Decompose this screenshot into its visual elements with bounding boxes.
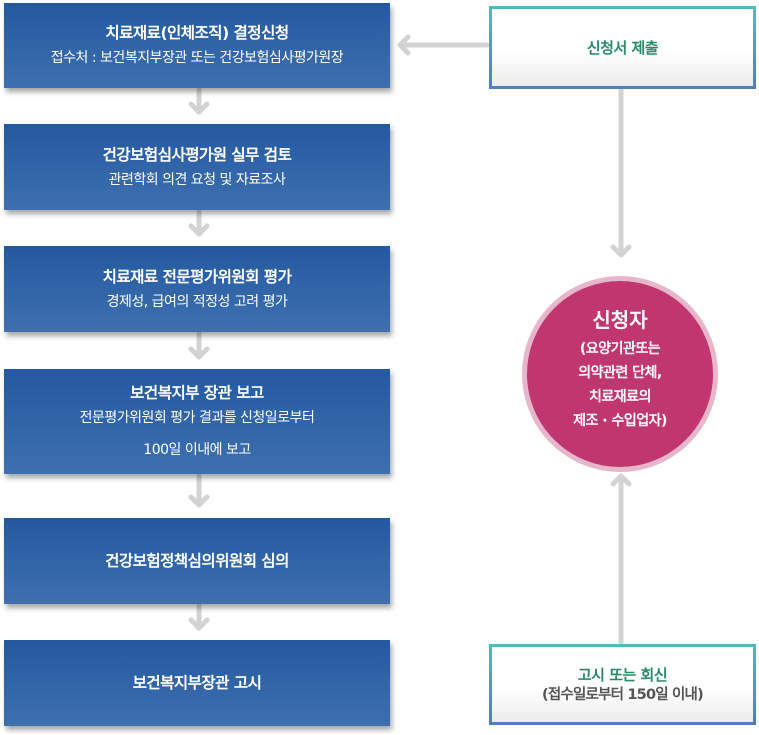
arrow-step5-to-step6 (188, 603, 210, 631)
applicant-line: 의약관련 단체, (578, 365, 662, 381)
arrow-step4-to-step5 (188, 473, 210, 508)
step-hira-review: 건강보험심사평가원 실무 검토 관련학회 의견 요청 및 자료조사 (4, 124, 390, 210)
step-description: 관련학회 의견 요청 및 자료조사 (108, 171, 286, 188)
step-description: 100일 이내에 보고 (143, 442, 251, 458)
applicant-line: 제조 · 수입업자) (573, 413, 667, 429)
applicant-circle: 신청자 (요양기관또는 의약관련 단체, 치료재료의 제조 · 수입업자) (522, 276, 718, 472)
submit-label: 신청서 제출 (586, 38, 659, 57)
applicant-line: (요양기관또는 (579, 341, 661, 357)
notice-or-reply-box: 고시 또는 회신 (접수일로부터 150일 이내) (489, 644, 756, 725)
applicant-name: 신청자 (592, 308, 648, 332)
step-title: 치료재료(인체조직) 결정신청 (105, 24, 289, 42)
notice-deadline: (접수일로부터 150일 이내) (542, 686, 704, 703)
step-committee-evaluation: 치료재료 전문평가위원회 평가 경제성, 급여의 적정성 고려 평가 (4, 246, 390, 332)
submit-application-box: 신청서 제출 (489, 6, 756, 89)
notice-label: 고시 또는 회신 (577, 665, 668, 684)
step-minister-notice: 보건복지부장관 고시 (4, 640, 390, 726)
arrow-step3-to-step4 (188, 331, 210, 360)
step-description: 접수처 : 보건복지부장관 또는 건강보험심사평가원장 (50, 50, 344, 66)
arrow-submit-to-applicant (610, 87, 632, 258)
arrow-step2-to-step3 (188, 209, 210, 237)
step-title: 치료재료 전문평가위원회 평가 (102, 267, 292, 286)
applicant-line: 치료재료의 (589, 389, 651, 405)
step-decision-application: 치료재료(인체조직) 결정신청 접수처 : 보건복지부장관 또는 건강보험심사평… (4, 3, 390, 88)
step-description: 경제성, 급여의 적정성 고려 평가 (106, 293, 288, 310)
step-title: 보건복지부장관 고시 (132, 674, 262, 692)
step-minister-report: 보건복지부 장관 보고 전문평가위원회 평가 결과를 신청일로부터 100일 이… (4, 369, 390, 474)
step-title: 건강보험정책심의위원회 심의 (105, 552, 289, 570)
step-description: 전문평가위원회 평가 결과를 신청일로부터 (79, 410, 315, 426)
step-policy-deliberation: 건강보험정책심의위원회 심의 (4, 518, 390, 604)
arrow-submit-to-step1 (397, 34, 490, 56)
step-title: 건강보험심사평가원 실무 검토 (102, 145, 292, 164)
step-title: 보건복지부 장관 보고 (130, 384, 264, 402)
arrow-step1-to-step2 (188, 87, 210, 115)
arrow-notice-to-applicant (610, 473, 632, 645)
